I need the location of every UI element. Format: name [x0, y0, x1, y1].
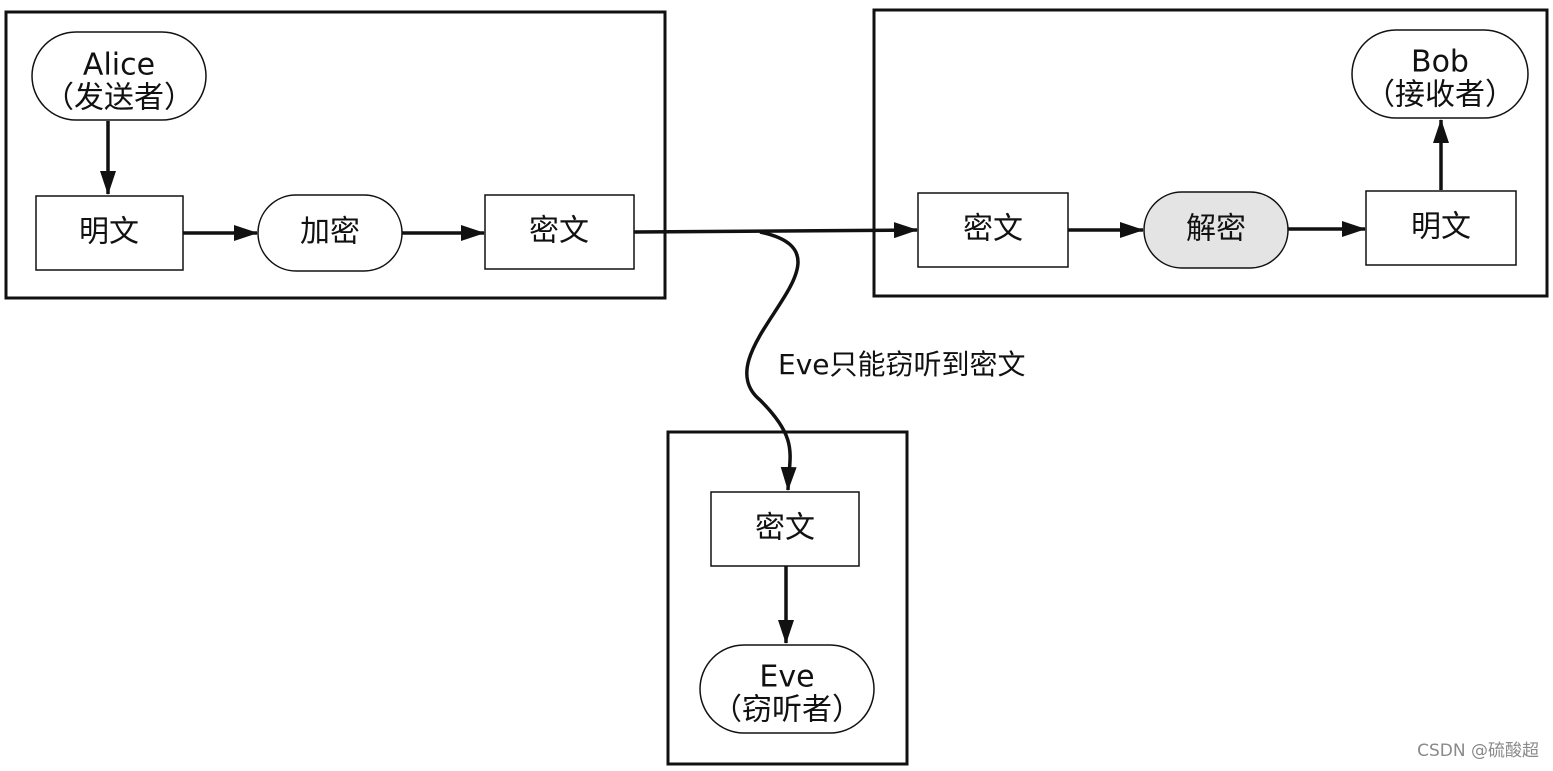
decrypt-label: 解密	[1186, 212, 1246, 247]
eve-ciphertext-label: 密文	[755, 511, 815, 546]
bob-ciphertext-node: 密文	[917, 192, 1069, 268]
alice-plaintext-label: 明文	[79, 215, 139, 250]
alice-ciphertext-label: 密文	[529, 214, 589, 249]
bob-group-frame	[872, 8, 1549, 298]
alice-sender-node: Alice （发送者）	[31, 31, 207, 121]
decrypt-node: 解密	[1143, 191, 1289, 269]
bob-plaintext-node: 明文	[1365, 190, 1517, 266]
alice-role: （发送者）	[44, 81, 194, 116]
bob-role: （接收者）	[1365, 78, 1515, 113]
watermark: CSDN @硫酸超	[1417, 741, 1539, 761]
alice-group-frame	[4, 10, 667, 300]
arrow-eavesdrop-curve	[745, 230, 800, 491]
bob-ciphertext-label: 密文	[963, 212, 1023, 247]
alice-plaintext-node: 明文	[35, 195, 184, 271]
eve-eavesdropper-node: Eve （窃听者）	[699, 644, 875, 734]
eavesdrop-label: Eve只能窃听到密文	[778, 348, 1026, 381]
eve-role: （窃听者）	[712, 693, 862, 728]
bob-receiver-node: Bob （接收者）	[1351, 29, 1529, 119]
eve-ciphertext-node: 密文	[710, 491, 860, 567]
arrow-transmission-to-bob	[633, 222, 918, 239]
encrypt-node: 加密	[257, 194, 403, 272]
bob-name: Bob	[1411, 45, 1469, 80]
alice-name: Alice	[83, 48, 155, 83]
encrypt-label: 加密	[300, 215, 360, 250]
bob-plaintext-label: 明文	[1411, 210, 1471, 245]
eve-name: Eve	[759, 660, 814, 695]
eve-group-frame	[666, 430, 909, 766]
alice-ciphertext-node: 密文	[484, 194, 635, 270]
